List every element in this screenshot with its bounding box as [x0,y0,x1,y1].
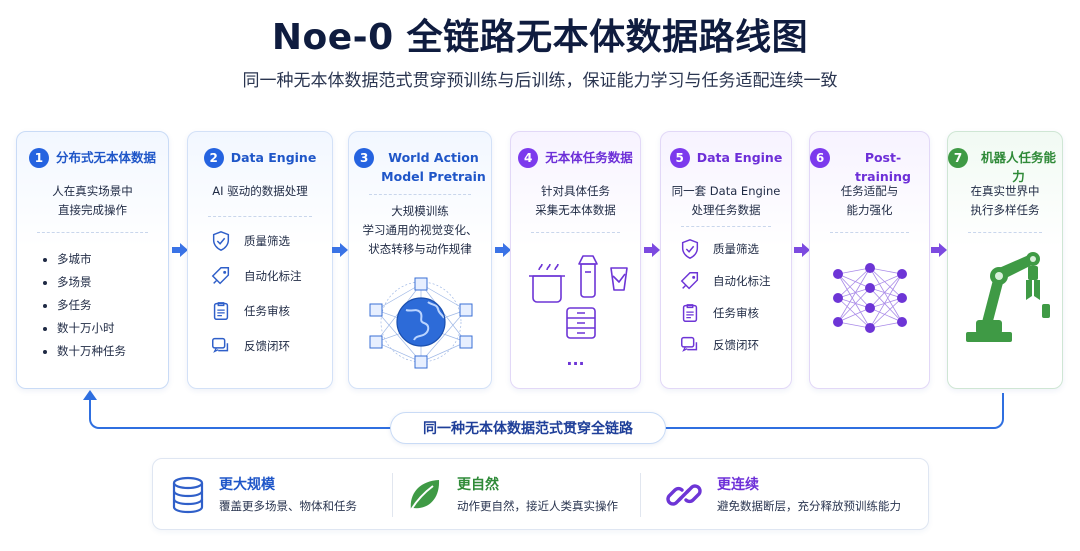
divider [531,232,620,233]
list-item: 多城市 [43,248,126,271]
divider [681,226,771,227]
step-desc-line: 状态转移与动作规律 [368,242,472,256]
feedback-loop-icon [681,336,698,352]
database-icon [172,476,204,514]
step-title: 分布式无本体数据 [55,150,156,165]
household-objects-icon [529,255,628,339]
step-number: 1 [28,148,49,168]
step-card-7: 7 机器人任务能力 在真实世界中 执行多样任务 [947,131,1063,389]
divider [392,473,393,517]
step-card-2: 2 Data Engine AI 驱动的数据处理 质量筛选 自动化标注 任务审核… [187,131,333,389]
tag-icon [211,267,230,285]
step-desc-line: 能力强化 [846,203,893,217]
more-indicator: ··· [566,354,585,373]
feature-label: 任务审核 [244,304,290,318]
step-card-4: 4 无本体任务数据 针对具体任务 采集无本体数据 ··· [510,131,641,389]
chain-link-icon [666,484,702,506]
checklist-icon [682,304,698,322]
benefit-item: 更连续 避免数据断层，充分释放预训练能力 [665,459,901,531]
step-title: World Action Model Pretrain [381,150,486,184]
step-title: Data Engine [230,150,317,165]
step-number: 3 [354,148,375,168]
step-desc-line: 大规模训练 [391,204,449,218]
benefit-desc: 动作更自然，接近人类真实操作 [457,499,618,513]
benefit-desc: 覆盖更多场景、物体和任务 [219,499,357,513]
step-number: 6 [810,148,830,168]
arrow-up-icon [83,390,97,400]
divider [37,232,148,233]
step-number: 5 [669,148,690,168]
benefit-item: 更自然 动作更自然，接近人类真实操作 [405,459,618,531]
feedback-loop-icon [212,337,229,353]
feature-label: 自动化标注 [713,274,771,288]
list-item: 数十万小时 [43,317,126,340]
step-desc-line: 执行多样任务 [970,203,1040,217]
divider [369,194,471,195]
step-desc-line: 在真实世界中 [970,184,1040,198]
feature-label: 任务审核 [713,306,759,320]
benefit-desc: 避免数据断层，充分释放预训练能力 [717,499,901,513]
shield-check-icon [681,239,699,259]
step-desc-line: 采集无本体数据 [535,203,616,217]
step-desc-line: 学习通用的视觉变化、 [362,223,478,237]
step-title: Post-training [855,150,911,184]
step-number: 2 [203,148,224,168]
step-desc-line: 人在真实场景中 [52,184,133,198]
feature-label: 自动化标注 [244,269,302,283]
page-title: Noe-0 全链路无本体数据路线图 [271,17,809,58]
arrow-right-icon [332,243,348,257]
feature-label: 反馈闭环 [244,339,290,353]
feature-label: 质量筛选 [713,242,759,256]
arrow-right-icon [172,243,188,257]
divider [640,473,641,517]
tag-icon [680,272,699,290]
step-title: Data Engine [696,150,783,165]
step-number: 4 [518,148,539,168]
arrow-right-icon [644,243,660,257]
neural-network-icon [833,263,907,333]
bullet-list: 多城市 多场景 多任务 数十万小时 数十万种任务 [43,248,126,363]
benefit-item: 更大规模 覆盖更多场景、物体和任务 [171,459,357,531]
step-card-5: 5 Data Engine 同一套 Data Engine 处理任务数据 质量筛… [660,131,792,389]
step-title: 无本体任务数据 [545,150,633,165]
arrow-right-icon [794,243,810,257]
page-subtitle: 同一种无本体数据范式贯穿预训练与后训练，保证能力学习与任务适配连续一致 [242,71,838,91]
step-title: 机器人任务能力 [980,150,1056,184]
step-desc-line: 针对具体任务 [541,184,610,198]
benefit-title: 更自然 [457,477,499,493]
step-desc-line: AI 驱动的数据处理 [212,184,308,198]
benefit-title: 更连续 [717,477,759,493]
divider [830,232,909,233]
step-desc-line: 任务适配与 [840,184,899,198]
feature-label: 反馈闭环 [713,338,759,352]
divider [208,216,312,217]
step-desc-line: 同一套 Data Engine [671,184,781,198]
list-item: 多任务 [43,294,126,317]
step-card-3: 3 World Action Model Pretrain 大规模训练 学习通用… [348,131,492,389]
loop-label: 同一种无本体数据范式贯穿全链路 [390,412,666,444]
step-desc-line: 直接完成操作 [58,203,127,217]
benefits-panel: 更大规模 覆盖更多场景、物体和任务 更自然 动作更自然，接近人类真实操作 更连续… [152,458,929,530]
list-item: 多场景 [43,271,126,294]
leaf-icon [410,480,440,511]
globe-network-icon [369,277,473,369]
step-card-6: 6 Post-training 任务适配与 能力强化 [809,131,930,389]
shield-check-icon [212,231,230,251]
benefit-title: 更大规模 [219,477,275,493]
checklist-icon [213,302,229,320]
divider [968,232,1042,233]
robot-arm-icon [966,252,1050,342]
step-card-1: 1 分布式无本体数据 人在真实场景中 直接完成操作 多城市 多场景 多任务 数十… [16,131,169,389]
arrow-right-icon [931,243,947,257]
step-desc-line: 处理任务数据 [691,203,761,217]
step-number: 7 [948,148,968,168]
arrow-right-icon [495,243,511,257]
list-item: 数十万种任务 [43,340,126,363]
feature-label: 质量筛选 [244,234,290,248]
